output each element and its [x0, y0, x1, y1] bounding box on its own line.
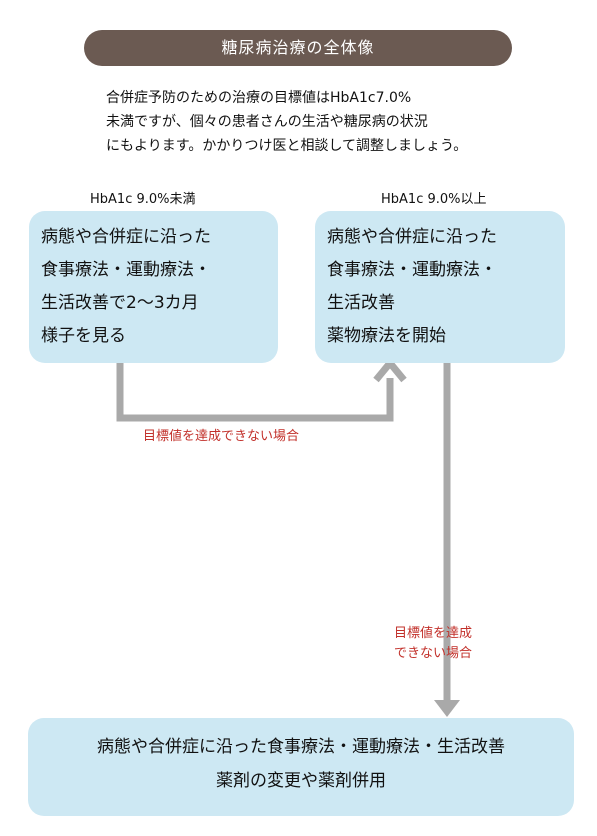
box-line: 様子を見る — [41, 326, 126, 346]
note-left-to-right: 目標値を達成できない場合 — [143, 429, 300, 444]
intro-text: 合併症予防のための治療の目標値はHbA1c7.0% 未満ですが、個々の患者さんの… — [106, 86, 526, 158]
box-line: 生活改善で2～3カ月 — [41, 293, 199, 313]
box-line: 病態や合併症に沿った — [327, 227, 497, 247]
arrowhead-up — [373, 357, 407, 383]
intro-line: 未満ですが、個々の患者さんの生活や糖尿病の状況 — [106, 114, 428, 130]
box-line: 食事療法・運動療法・ — [41, 260, 211, 280]
arrow-left-to-right — [116, 363, 394, 422]
box-line: 薬剤の変更や薬剤併用 — [216, 771, 386, 791]
box-line: 病態や合併症に沿った食事療法・運動療法・生活改善 — [97, 737, 505, 757]
box-line: 薬物療法を開始 — [327, 326, 446, 346]
box-under-9-percent: 病態や合併症に沿った 食事療法・運動療法・ 生活改善で2～3カ月 様子を見る — [29, 211, 278, 363]
left-condition-label: HbA1c 9.0%未満 — [90, 192, 196, 207]
intro-line: 合併症予防のための治療の目標値はHbA1c7.0% — [106, 90, 412, 106]
intro-line: にもよります。かかりつけ医と相談して調整しましょう。 — [106, 138, 468, 154]
box-line: 病態や合併症に沿った — [41, 227, 211, 247]
box-escalation: 病態や合併症に沿った食事療法・運動療法・生活改善 薬剤の変更や薬剤併用 — [28, 718, 574, 816]
note-right-to-bottom: 目標値を達成 できない場合 — [394, 624, 472, 664]
box-line: 食事療法・運動療法・ — [327, 260, 497, 280]
right-condition-label: HbA1c 9.0%以上 — [381, 192, 487, 207]
arrowhead-down — [434, 700, 460, 717]
box-over-9-percent: 病態や合併症に沿った 食事療法・運動療法・ 生活改善 薬物療法を開始 — [315, 211, 565, 363]
note-line: できない場合 — [394, 646, 473, 661]
note-line: 目標値を達成 — [394, 626, 473, 641]
box-line: 生活改善 — [327, 293, 395, 313]
diagram-title: 糖尿病治療の全体像 — [84, 30, 512, 66]
